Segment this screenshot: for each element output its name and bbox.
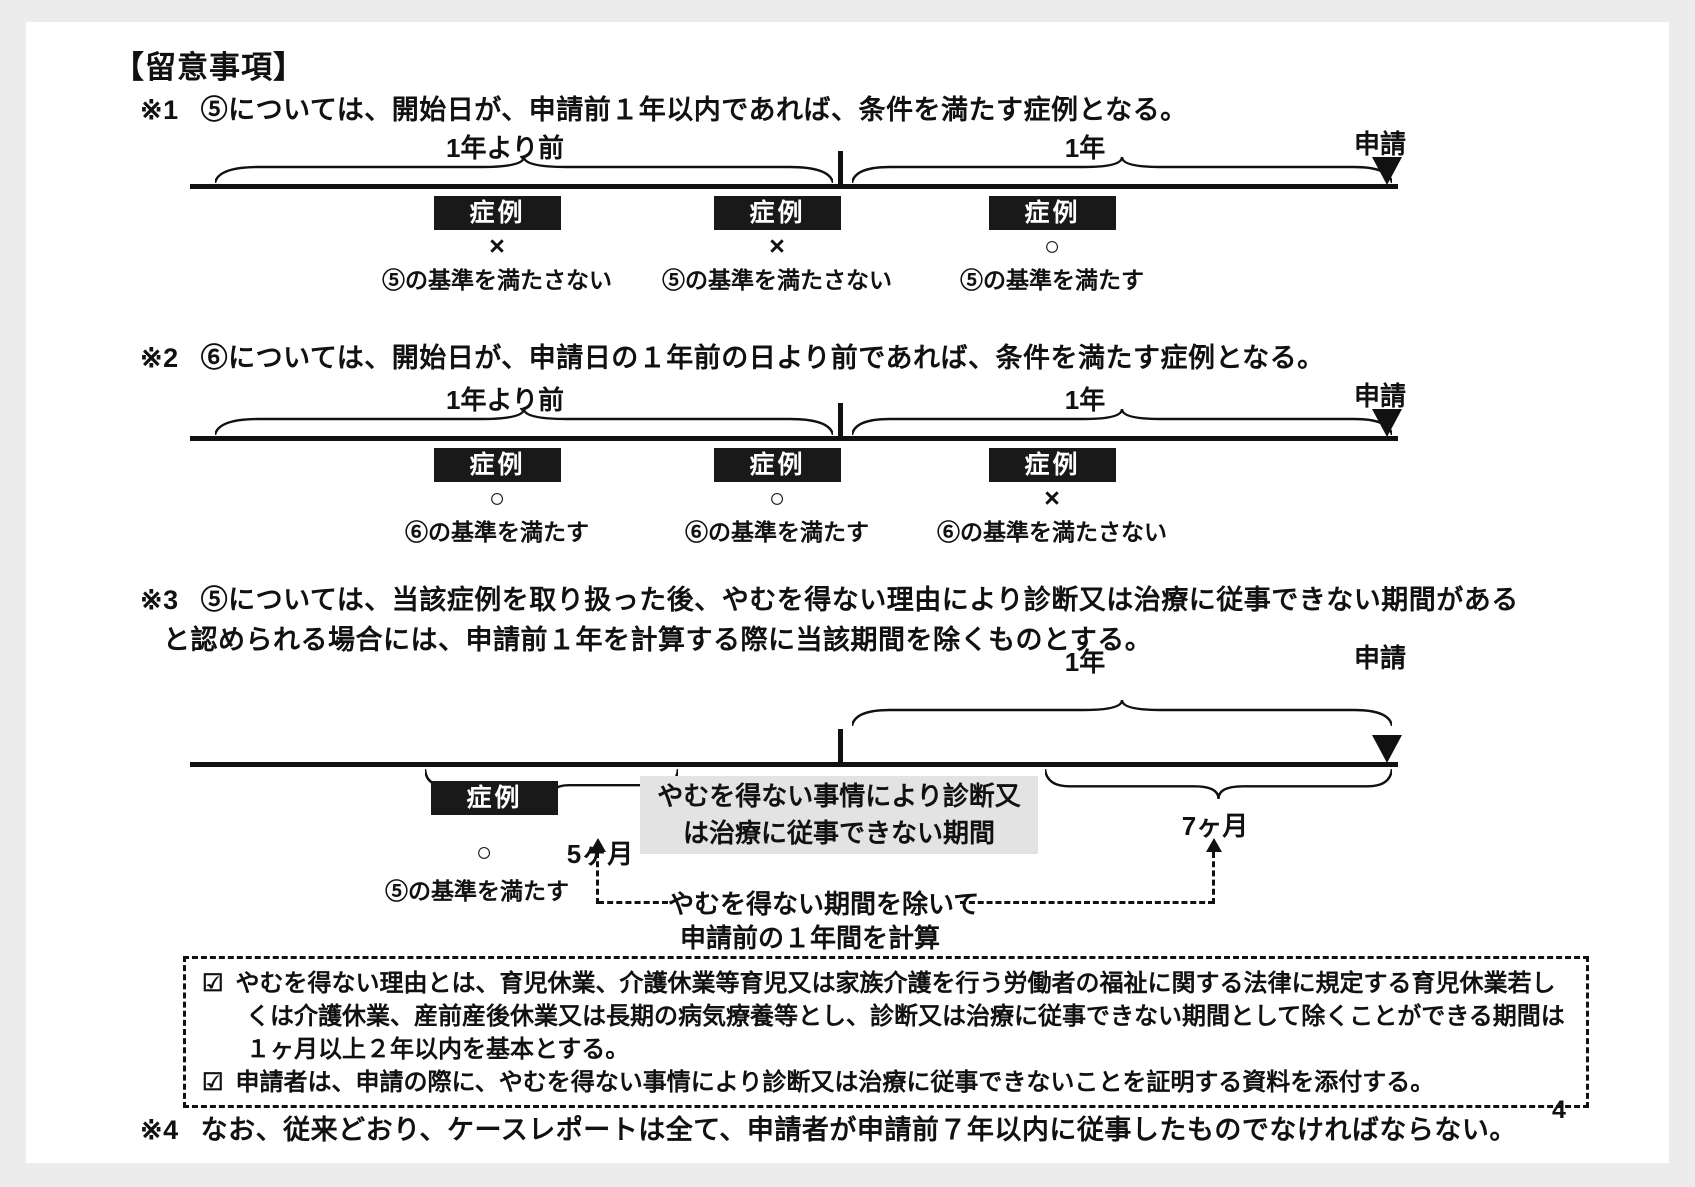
case-caption: ⑤の基準を満たす — [960, 267, 1144, 293]
case-mark: × — [1044, 483, 1060, 513]
timeline3-axis — [190, 762, 1398, 767]
note-2: ※2 ⑥については、開始日が、申請日の１年前の日より前であれば、条件を満たす症例と… — [140, 336, 1325, 375]
timeline2-label-year: 1年 — [1064, 385, 1106, 415]
timeline2-label-apply: 申請 — [1353, 381, 1406, 411]
document-title: 【留意事項】 — [113, 50, 305, 85]
note-1-marker: ※1 — [140, 95, 179, 125]
dashed-arrow-up-right-icon — [1206, 838, 1222, 852]
case-box: 症例 — [989, 448, 1116, 482]
case-mark: ○ — [768, 483, 786, 513]
timeline2-tick — [838, 403, 843, 441]
calc-note-line1: やむを得ない期間を除いて — [668, 889, 980, 919]
note-3-line1: ※3 ⑤については、当該症例を取り扱った後、やむを得ない理由により診断又は治療に従… — [140, 578, 1519, 617]
timeline2-arrow-icon — [1372, 409, 1402, 437]
brace-down-icon — [1045, 769, 1392, 799]
timeline1-label-year: 1年 — [1064, 133, 1106, 163]
case-mark: ○ — [1043, 231, 1061, 261]
note-3-marker: ※3 — [140, 585, 179, 615]
timeline1-tick — [838, 151, 843, 189]
excluded-period-box: やむを得ない事情により診断又 は治療に従事できない期間 — [640, 776, 1038, 854]
calc-note-line2: 申請前の１年間を計算 — [679, 923, 940, 953]
case-box: 症例 — [989, 196, 1116, 230]
case-caption: ⑥の基準を満たす — [685, 519, 869, 545]
dashed-line-vertical-left — [596, 852, 599, 904]
note-4: ※4 なお、従来どおり、ケースレポートは全て、申請者が申請前７年以内に従事したもの… — [140, 1108, 1517, 1147]
timeline3-arrow-icon — [1372, 735, 1402, 763]
timeline1-arrow-icon — [1372, 157, 1402, 185]
excluded-period-line2: は治療に従事できない期間 — [682, 818, 995, 848]
timeline1-label-before: 1年より前 — [446, 133, 564, 163]
case-mark: × — [489, 231, 505, 261]
dashed-line-vertical-right — [1212, 852, 1215, 904]
case-box: 症例 — [434, 448, 561, 482]
brace-up-icon — [852, 409, 1392, 435]
note-2-marker: ※2 — [140, 343, 179, 373]
case-mark: ○ — [488, 483, 506, 513]
case-caption: ⑥の基準を満たす — [405, 519, 589, 545]
info-item: ☑ 申請者は、申請の際に、やむを得ない事情により診断又は治療に従事できないことを証… — [202, 1066, 1570, 1099]
timeline2-axis — [190, 436, 1398, 441]
note-1: ※1 ⑤については、開始日が、申請前１年以内であれば、条件を満たす症例となる。 — [140, 88, 1188, 127]
brace-up-icon — [852, 700, 1392, 726]
excluded-period-line1: やむを得ない事情により診断又 — [657, 781, 1021, 811]
note-4-text: なお、従来どおり、ケースレポートは全て、申請者が申請前７年以内に従事したものでな… — [200, 1115, 1517, 1145]
info-box: ☑ やむを得ない理由とは、育児休業、介護休業等育児又は家族介護を行う労働者の福祉に… — [183, 956, 1589, 1108]
page-number: 4 — [1552, 1096, 1566, 1124]
case-caption: ⑤の基準を満たさない — [382, 267, 612, 293]
timeline3-tick — [838, 729, 843, 767]
paper-background — [26, 22, 1669, 1163]
info-item-text: やむを得ない理由とは、育児休業、介護休業等育児又は家族介護を行う労働者の福祉に関… — [235, 970, 1565, 1063]
brace-up-icon — [215, 409, 833, 435]
dashed-line-horizontal-left — [598, 901, 668, 904]
case-box: 症例 — [434, 196, 561, 230]
duration-7-months: 7ヶ月 — [1181, 811, 1249, 841]
case-box: 症例 — [431, 781, 558, 815]
note-1-text: ⑤については、開始日が、申請前１年以内であれば、条件を満たす症例となる。 — [200, 95, 1188, 125]
case-mark: × — [769, 231, 785, 261]
note-3-line2: と認められる場合には、申請前１年を計算する際に当該期間を除くものとする。 — [163, 625, 1153, 655]
note-4-marker: ※4 — [140, 1115, 179, 1145]
timeline3-label-apply: 申請 — [1353, 643, 1406, 673]
timeline1-axis — [190, 184, 1398, 189]
brace-up-icon — [852, 157, 1392, 183]
info-item: ☑ やむを得ない理由とは、育児休業、介護休業等育児又は家族介護を行う労働者の福祉に… — [202, 967, 1570, 1066]
case-box: 症例 — [714, 196, 841, 230]
case-caption: ⑤の基準を満たさない — [662, 267, 892, 293]
case-caption: ⑥の基準を満たさない — [937, 519, 1167, 545]
checkbox-checked-icon: ☑ — [202, 970, 224, 997]
brace-up-icon — [215, 157, 833, 183]
dashed-line-horizontal-right — [960, 901, 1214, 904]
timeline1-label-apply: 申請 — [1353, 129, 1406, 159]
dashed-arrow-up-left-icon — [590, 838, 606, 852]
case-caption: ⑤の基準を満たす — [385, 878, 569, 904]
timeline3-label-year: 1年 — [1064, 647, 1106, 677]
checkbox-checked-icon: ☑ — [202, 1069, 224, 1096]
note-2-text: ⑥については、開始日が、申請日の１年前の日より前であれば、条件を満たす症例となる… — [200, 343, 1325, 373]
note-3-text-line1: ⑤については、当該症例を取り扱った後、やむを得ない理由により診断又は治療に従事で… — [200, 585, 1519, 615]
case-mark: ○ — [475, 837, 493, 867]
case-box: 症例 — [714, 448, 841, 482]
timeline2-label-before: 1年より前 — [446, 385, 564, 415]
info-item-text: 申請者は、申請の際に、やむを得ない事情により診断又は治療に従事できないことを証明… — [235, 1069, 1435, 1096]
